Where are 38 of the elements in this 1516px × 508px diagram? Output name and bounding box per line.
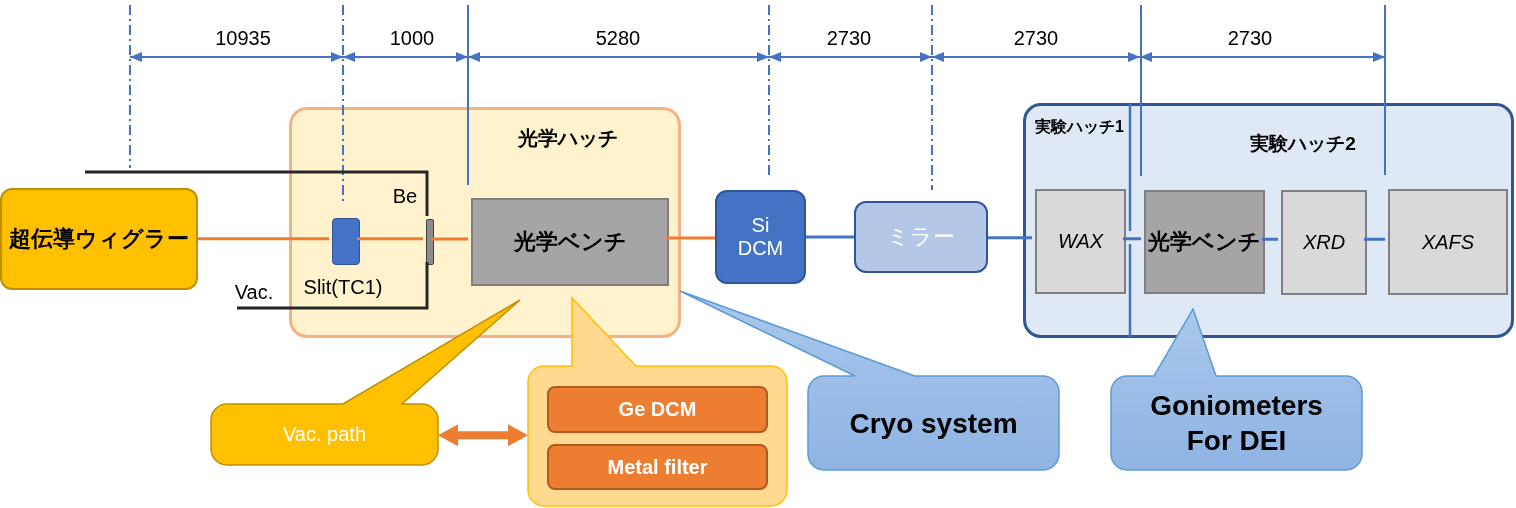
callout xyxy=(528,298,787,506)
dimension-label: 10935 xyxy=(215,26,271,50)
window-bar xyxy=(426,219,434,265)
monochromator-box: Si DCM xyxy=(715,190,806,284)
instrument-box: XRD xyxy=(1281,190,1367,295)
mirror-box: ミラー xyxy=(854,201,988,273)
dimension-label: 2730 xyxy=(826,26,872,50)
beam-line xyxy=(198,237,329,241)
beam-line xyxy=(357,237,423,241)
dimension-label: 2730 xyxy=(1013,26,1059,50)
beam-line xyxy=(666,236,715,240)
component-label: Be xyxy=(392,184,418,208)
hutch-title: 実験ハッチ1 xyxy=(1035,119,1124,135)
instrument-box: XAFS xyxy=(1388,189,1508,295)
hutch-panel xyxy=(1023,103,1514,338)
beam-line xyxy=(1123,237,1141,241)
component-box: Metal filter xyxy=(547,444,768,490)
bench-box: 光学ベンチ xyxy=(1144,190,1265,294)
beam-line xyxy=(988,236,1032,240)
source-box: 超伝導ウィグラー xyxy=(0,188,198,290)
slit-block xyxy=(332,218,360,265)
beam-line xyxy=(431,237,468,241)
beam-line xyxy=(1262,237,1278,241)
dimension-label: 5280 xyxy=(595,26,641,50)
callout: Goniometers For DEI xyxy=(1111,309,1362,470)
hutch-title: 光学ハッチ xyxy=(518,128,618,148)
hutch-title: 実験ハッチ2 xyxy=(1250,133,1356,153)
beam-line xyxy=(1364,237,1385,241)
dimension-label: 1000 xyxy=(389,26,435,50)
double-arrow xyxy=(438,424,528,447)
instrument-box: WAX xyxy=(1035,189,1126,294)
dimension-label: 2730 xyxy=(1227,26,1273,50)
beam-line xyxy=(806,235,854,239)
bench-box: 光学ベンチ xyxy=(471,198,669,286)
component-box: Ge DCM xyxy=(547,386,768,433)
hutch-panel xyxy=(289,107,681,338)
callout: Vac. path xyxy=(211,300,520,465)
component-label: Slit(TC1) xyxy=(303,275,383,299)
